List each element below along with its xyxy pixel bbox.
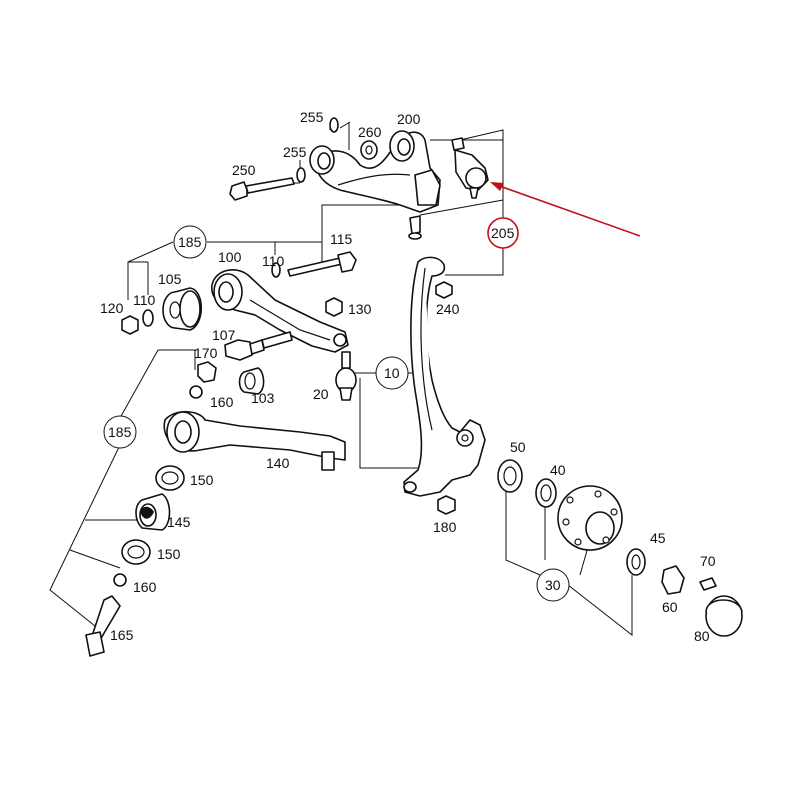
bushing-170	[197, 361, 217, 383]
washer-110b	[142, 309, 154, 327]
label-250: 250	[232, 162, 256, 178]
steering-knuckle	[403, 256, 486, 497]
label-10: 10	[384, 365, 400, 381]
label-70: 70	[700, 553, 716, 569]
label-255a: 255	[300, 109, 324, 125]
bolt-under-arm	[409, 215, 421, 235]
nut-180	[437, 495, 456, 515]
label-100: 100	[218, 249, 242, 265]
nut-120	[121, 315, 139, 335]
ball-joint-205	[451, 137, 489, 199]
label-110a: 110	[262, 253, 285, 269]
bushing-107	[224, 331, 293, 361]
label-140: 140	[266, 455, 290, 471]
highlight-arrow	[490, 182, 641, 237]
label-150b: 150	[157, 546, 181, 562]
label-60: 60	[662, 599, 678, 615]
label-105: 105	[158, 271, 182, 287]
washer-160a	[189, 385, 203, 399]
leader-lines	[49, 121, 633, 637]
label-165: 165	[110, 627, 134, 643]
lower-bushing-stack	[85, 465, 185, 657]
label-145: 145	[167, 514, 191, 530]
circle-205-highlight	[487, 217, 519, 249]
bolt-115	[287, 251, 357, 277]
bushing-105	[162, 287, 202, 331]
lower-arm-100	[210, 269, 349, 353]
bolt-head	[408, 232, 422, 240]
tension-strut-140	[163, 410, 346, 471]
nut-240	[435, 281, 453, 299]
label-205: 205	[491, 225, 515, 241]
label-150a: 150	[190, 472, 214, 488]
circle-185a	[173, 225, 207, 259]
label-260: 260	[358, 124, 382, 140]
label-240: 240	[436, 301, 460, 317]
nut-130	[325, 297, 343, 317]
part-labels: 255 260 200 250 255 185 100 115 110 105 …	[100, 109, 716, 644]
label-45: 45	[650, 530, 666, 546]
label-130: 130	[348, 301, 372, 317]
hub-assembly	[497, 459, 743, 637]
label-circles	[103, 217, 570, 602]
label-160b: 160	[133, 579, 157, 595]
label-115: 115	[330, 231, 353, 247]
label-20: 20	[313, 386, 329, 402]
bushing-103	[238, 367, 265, 395]
label-170: 170	[194, 345, 218, 361]
circle-30	[536, 568, 570, 602]
circle-10	[375, 356, 409, 390]
label-255b: 255	[283, 144, 307, 160]
circle-185b	[103, 415, 137, 449]
label-110b: 110	[133, 292, 156, 308]
label-120: 120	[100, 300, 124, 316]
ball-joint-20	[335, 351, 357, 401]
label-180: 180	[433, 519, 457, 535]
upper-control-arm	[309, 130, 441, 213]
label-200: 200	[397, 111, 421, 127]
label-103: 103	[251, 390, 275, 406]
label-185b: 185	[108, 424, 132, 440]
label-160a: 160	[210, 394, 234, 410]
bolt-250	[229, 177, 295, 201]
label-50: 50	[510, 439, 526, 455]
label-80: 80	[694, 628, 710, 644]
label-40: 40	[550, 462, 566, 478]
washer-110a	[271, 262, 281, 278]
label-30: 30	[545, 577, 561, 593]
label-107: 107	[212, 327, 236, 343]
washers-255-260	[296, 117, 378, 183]
label-185a: 185	[178, 234, 202, 250]
